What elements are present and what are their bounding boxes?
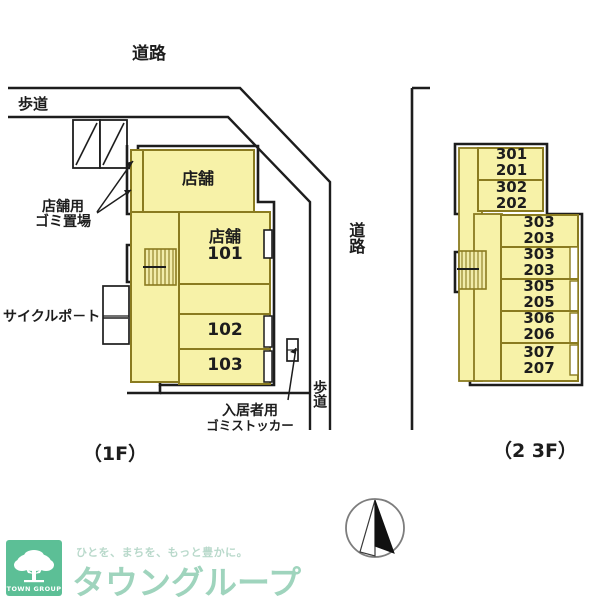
bike-bay-right — [99, 119, 128, 169]
brand-tagline: ひとを、まちを、もっと豊かに。 — [76, 546, 249, 559]
room-label-303-a: 303 — [523, 213, 555, 231]
room-label-103: 103 — [207, 355, 243, 375]
bike-bay-left — [72, 119, 101, 169]
annotation-shop-garbage-line1: 店舗用 — [42, 199, 84, 215]
room-label-shop-upper: 店舗 — [181, 169, 214, 188]
room-label-206: 206 — [523, 325, 555, 344]
room-label-306: 306 — [523, 309, 555, 327]
room-302-202 — [477, 179, 544, 212]
annotation-shop-garbage: 店舗用 ゴミ置場 — [20, 199, 106, 231]
room-label-301-201: 301 201 — [483, 145, 540, 180]
room-label-shop-101-number: 101 — [207, 244, 243, 265]
room-block-middle — [178, 283, 271, 315]
room-shop-101 — [178, 211, 273, 285]
room-label-303-203-b: 303 203 — [507, 245, 571, 280]
north-arrow-icon — [345, 498, 405, 558]
brand-wordmark: タウングループ — [72, 563, 302, 602]
room-label-307-207: 307 207 — [507, 343, 571, 378]
room-shop-upper — [141, 149, 255, 213]
room-label-102: 102 — [207, 320, 243, 340]
annotation-leaders — [96, 160, 297, 401]
road-sidewalk-lines — [8, 86, 332, 430]
common-corridor-1f — [130, 149, 180, 383]
annotation-resident-garbage-line1: 入居者用 — [222, 403, 278, 419]
room-label-306-206: 306 206 — [507, 309, 571, 344]
town-group-mark: TOWN GROUP — [6, 540, 62, 596]
room-label-202: 202 — [495, 194, 528, 213]
room-103 — [178, 348, 273, 385]
room-label-207: 207 — [523, 359, 555, 378]
label-road-top: 道路 — [132, 44, 166, 64]
caption-1f: （1F） — [82, 443, 148, 465]
stairs-23f — [457, 250, 487, 290]
annotation-shop-garbage-line2: ゴミ置場 — [35, 214, 91, 231]
caption-23f: （2 3F） — [492, 440, 578, 462]
annotation-cycle-port: サイクルポ－ト — [3, 309, 101, 325]
room-label-305-205: 305 205 — [507, 277, 571, 312]
room-307-207 — [500, 342, 579, 382]
label-sidewalk-right: 歩道 — [311, 380, 328, 408]
annotation-resident-garbage-line2: ゴミストッカー — [206, 418, 294, 434]
town-group-mark-text: TOWN GROUP — [6, 585, 62, 593]
tree-icon — [14, 550, 54, 583]
stairs-1f — [143, 248, 177, 286]
room-label-303-b: 303 — [523, 245, 555, 263]
room-label-203-b: 203 — [523, 261, 555, 280]
room-label-shop-101-name: 店舗 — [208, 227, 241, 246]
room-label-201: 201 — [495, 161, 528, 180]
room-label-302: 302 — [495, 178, 528, 196]
cycle-port-box — [102, 285, 130, 345]
room-306-206 — [500, 310, 579, 344]
room-label-shop-101: 店舗 101 — [185, 228, 265, 264]
room-label-302-202: 302 202 — [483, 178, 540, 213]
room-label-305: 305 — [523, 277, 555, 295]
label-road-right: 道路 — [346, 222, 366, 254]
label-sidewalk-top: 歩道 — [18, 95, 49, 113]
room-303-203-b — [500, 246, 579, 280]
room-102 — [178, 313, 273, 350]
footer-brand-logo: TOWN GROUP ひとを、まちを、もっと豊かに。 タウングループ — [0, 538, 600, 602]
annotation-resident-garbage: 入居者用 ゴミストッカー — [200, 403, 300, 434]
room-label-307: 307 — [523, 343, 555, 361]
room-label-303-203-a: 303 203 — [507, 213, 571, 248]
room-label-203-a: 203 — [523, 229, 555, 248]
room-label-301: 301 — [495, 145, 528, 163]
room-label-205: 205 — [523, 293, 555, 312]
